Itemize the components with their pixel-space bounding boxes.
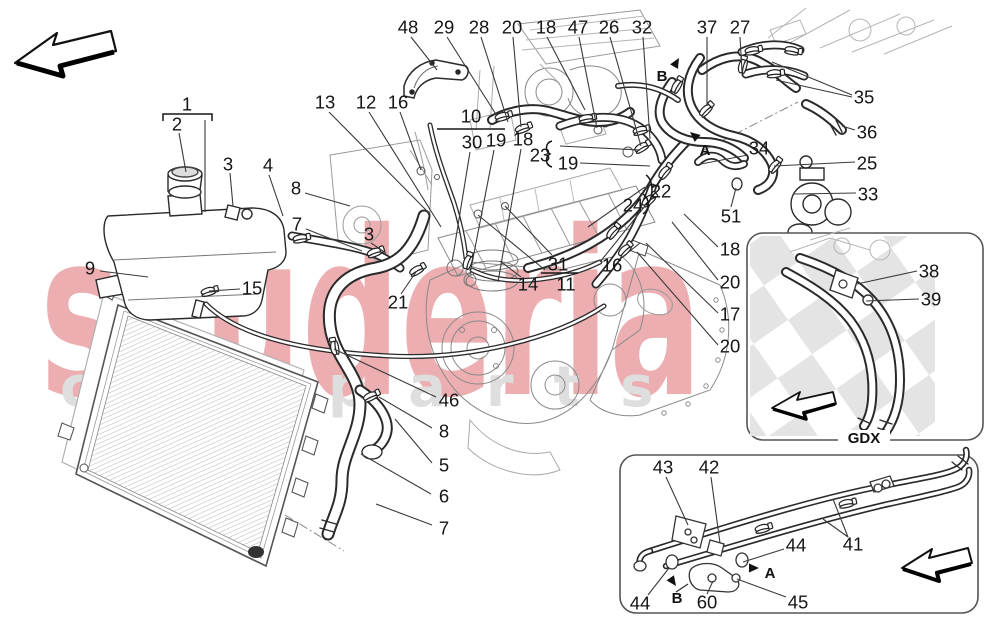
radiator — [57, 279, 345, 568]
callout-21: 21 — [388, 292, 409, 313]
callout-17: 17 — [720, 304, 741, 325]
radiator-drain-plug — [248, 546, 264, 558]
callout-51: 51 — [721, 206, 742, 227]
tank-outlet — [191, 299, 205, 319]
callout-36: 36 — [857, 122, 878, 143]
marker-arrow-A — [749, 563, 759, 573]
callout-29: 29 — [434, 17, 455, 38]
callout-24: 24 — [623, 195, 644, 216]
callout-11: 11 — [556, 274, 575, 295]
callout-43: 43 — [653, 457, 674, 478]
callout-1: 1 — [182, 94, 192, 115]
hose-clamps — [199, 44, 804, 460]
callout-26: 26 — [599, 17, 620, 38]
marker-arrow-B — [666, 575, 676, 586]
callout-44: 44 — [630, 593, 651, 614]
callout-30: 30 — [462, 132, 483, 153]
callout-60: 60 — [697, 592, 718, 613]
callout-18: 18 — [536, 17, 557, 38]
callout-19: 19 — [486, 130, 507, 151]
pipes-inset — [619, 446, 979, 614]
callout-16: 16 — [388, 92, 409, 113]
callout-37: 37 — [697, 17, 718, 38]
leader-lines — [99, 36, 920, 598]
callout-23: 23 — [530, 145, 551, 166]
callout-8: 8 — [291, 178, 301, 199]
expansion-tank — [95, 166, 287, 321]
gdx-label: GDX — [848, 430, 881, 447]
callout-34: 34 — [749, 138, 770, 159]
elbow-duct-48 — [403, 59, 469, 99]
tank-body — [103, 207, 287, 321]
callout-18: 18 — [720, 239, 741, 260]
callout-8: 8 — [439, 421, 449, 442]
callout-35: 35 — [854, 87, 875, 108]
callout-16: 16 — [602, 255, 623, 276]
brace-23 — [545, 140, 553, 168]
callout-42: 42 — [699, 457, 720, 478]
gasket-44-left — [665, 554, 679, 570]
callout-4: 4 — [263, 155, 273, 176]
gdx-engine-fragment — [789, 227, 891, 261]
callout-27: 27 — [730, 17, 751, 38]
marker-A: A — [700, 142, 711, 159]
marker-B: B — [657, 68, 668, 85]
callout-44: 44 — [786, 535, 807, 556]
callout-38: 38 — [919, 261, 940, 282]
callout-7: 7 — [439, 518, 449, 539]
union-42 — [706, 539, 725, 557]
callout-6: 6 — [439, 486, 449, 507]
callout-3: 3 — [223, 154, 233, 175]
callout-10: 10 — [461, 106, 482, 127]
callout-48: 48 — [398, 17, 419, 38]
callout-41: 41 — [843, 534, 864, 555]
callout-32: 32 — [632, 17, 653, 38]
callout-5: 5 — [439, 455, 449, 476]
tank-cap — [167, 166, 203, 199]
bolt-45 — [731, 573, 741, 583]
callout-20: 20 — [502, 17, 523, 38]
callout-33: 33 — [858, 184, 879, 205]
gasket-44-right — [735, 552, 749, 568]
marker-A: A — [765, 565, 776, 582]
callout-12: 12 — [356, 92, 377, 113]
marker-arrow-A — [690, 132, 701, 142]
bolt-39 — [862, 294, 874, 306]
callout-20: 20 — [720, 336, 741, 357]
callout-19: 19 — [558, 153, 579, 174]
callout-18: 18 — [513, 129, 534, 150]
marker-arrow-B — [670, 58, 679, 69]
callout-22: 22 — [651, 181, 672, 202]
callout-45: 45 — [788, 592, 809, 613]
callout-39: 39 — [921, 289, 942, 310]
callout-31: 31 — [548, 254, 569, 275]
callout-46: 46 — [439, 390, 460, 411]
aux-water-pump — [787, 155, 852, 241]
callout-13: 13 — [315, 92, 336, 113]
callout-15: 15 — [242, 278, 263, 299]
direction-arrow-main — [13, 29, 118, 79]
gdx-inset: GDX — [746, 227, 984, 447]
bracket-24 — [642, 193, 649, 215]
callout-20: 20 — [720, 272, 741, 293]
callout-14: 14 — [518, 274, 539, 295]
view-markers: B A A B — [657, 58, 776, 607]
hoses — [203, 40, 847, 541]
marker-B: B — [672, 590, 683, 607]
inset-parts — [633, 475, 895, 593]
callout-2: 2 — [172, 114, 182, 135]
grouping-marks — [162, 113, 653, 274]
callout-3: 3 — [364, 224, 374, 245]
direction-arrow-gdx — [771, 391, 837, 421]
callout-7: 7 — [292, 214, 302, 235]
callout-9: 9 — [85, 258, 95, 279]
direction-arrow-inset — [901, 547, 973, 583]
callout-47: 47 — [568, 17, 589, 38]
callout-25: 25 — [857, 153, 878, 174]
callout-28: 28 — [469, 17, 490, 38]
